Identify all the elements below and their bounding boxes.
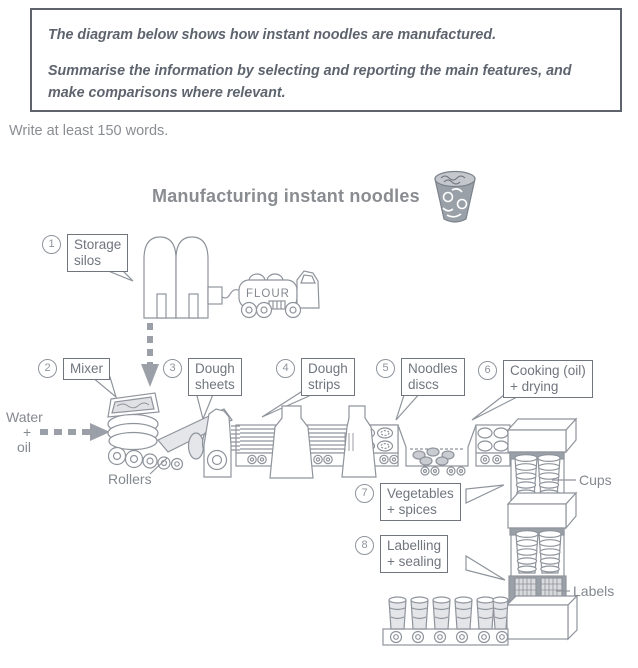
finished-cup [492, 596, 509, 630]
callout-tail-2 [90, 376, 118, 399]
press-machine-2 [341, 405, 377, 478]
flour-hose [221, 289, 242, 299]
step-6-number: 6 [478, 361, 497, 380]
output-conveyor [382, 628, 509, 646]
flour-truck-text: FLOUR [246, 288, 290, 300]
finished-cup [388, 596, 407, 630]
water-oil-annotation: Water + oil [6, 409, 43, 455]
step-8-label: Labelling+ sealing [380, 535, 449, 573]
callout-tail-8 [465, 554, 506, 581]
step-8-labelling-sealing: 8 Labelling+ sealing [355, 535, 449, 573]
step-6-label: Cooking (oil)+ drying [503, 360, 593, 398]
diagram-title: Manufacturing instant noodles [152, 186, 420, 206]
step-5-number: 5 [376, 359, 395, 378]
step-7-label: Vegetables+ spices [380, 483, 461, 521]
vegetables-spices-machine [506, 491, 578, 536]
step-2-number: 2 [38, 359, 57, 378]
callout-tail-5 [395, 391, 423, 421]
callout-tail-7 [465, 484, 505, 504]
step-2-mixer: 2 Mixer [38, 358, 110, 380]
roller-stand [203, 408, 240, 478]
cooked-discs-on-belt [475, 424, 511, 467]
step-2-label: Mixer [63, 358, 110, 380]
rollers-annotation: Rollers [108, 471, 152, 487]
step-1-number: 1 [42, 235, 61, 254]
mixer-illustration [107, 392, 184, 471]
cup-stack-3 [515, 529, 539, 574]
finished-cups [388, 596, 509, 630]
cup-stack-4 [538, 529, 562, 574]
finished-cup [476, 596, 495, 630]
task-prompt-line2: Summarise the information by selecting a… [48, 63, 572, 101]
shredder-teeth [344, 433, 354, 451]
cup-stack-1 [514, 454, 538, 498]
task-prompt-box: The diagram below shows how instant nood… [30, 8, 622, 112]
flow-arrow-silos-to-mixer [141, 323, 159, 387]
step-6-cooking-drying: 6 Cooking (oil)+ drying [478, 360, 593, 398]
rollers-leader-line [149, 457, 168, 475]
step-3-number: 3 [163, 359, 182, 378]
callout-tail-6 [471, 394, 522, 421]
labels-annotation: Labels [573, 583, 615, 599]
storage-silos-illustration [143, 236, 223, 319]
step-4-number: 4 [276, 359, 295, 378]
step-7-vegetables-spices: 7 Vegetables+ spices [355, 483, 461, 521]
cups-annotation: Cups [579, 472, 612, 488]
word-count-note: Write at least 150 words. [9, 123, 169, 139]
step-8-number: 8 [355, 536, 374, 555]
labelling-machine [505, 575, 579, 641]
noodle-cup-icon [434, 170, 476, 223]
finished-cup [410, 596, 429, 630]
step-7-number: 7 [355, 484, 374, 503]
cup-filling-machine [506, 417, 578, 460]
finished-cup [432, 596, 451, 630]
flour-truck-illustration [238, 270, 320, 319]
fryer-tub [397, 424, 477, 476]
finished-cup [454, 596, 473, 630]
press-machine-1 [269, 405, 314, 479]
cup-stack-2 [537, 454, 561, 498]
flow-arrow-water-oil [40, 423, 110, 441]
task-prompt-line1: The diagram below shows how instant nood… [48, 27, 497, 43]
